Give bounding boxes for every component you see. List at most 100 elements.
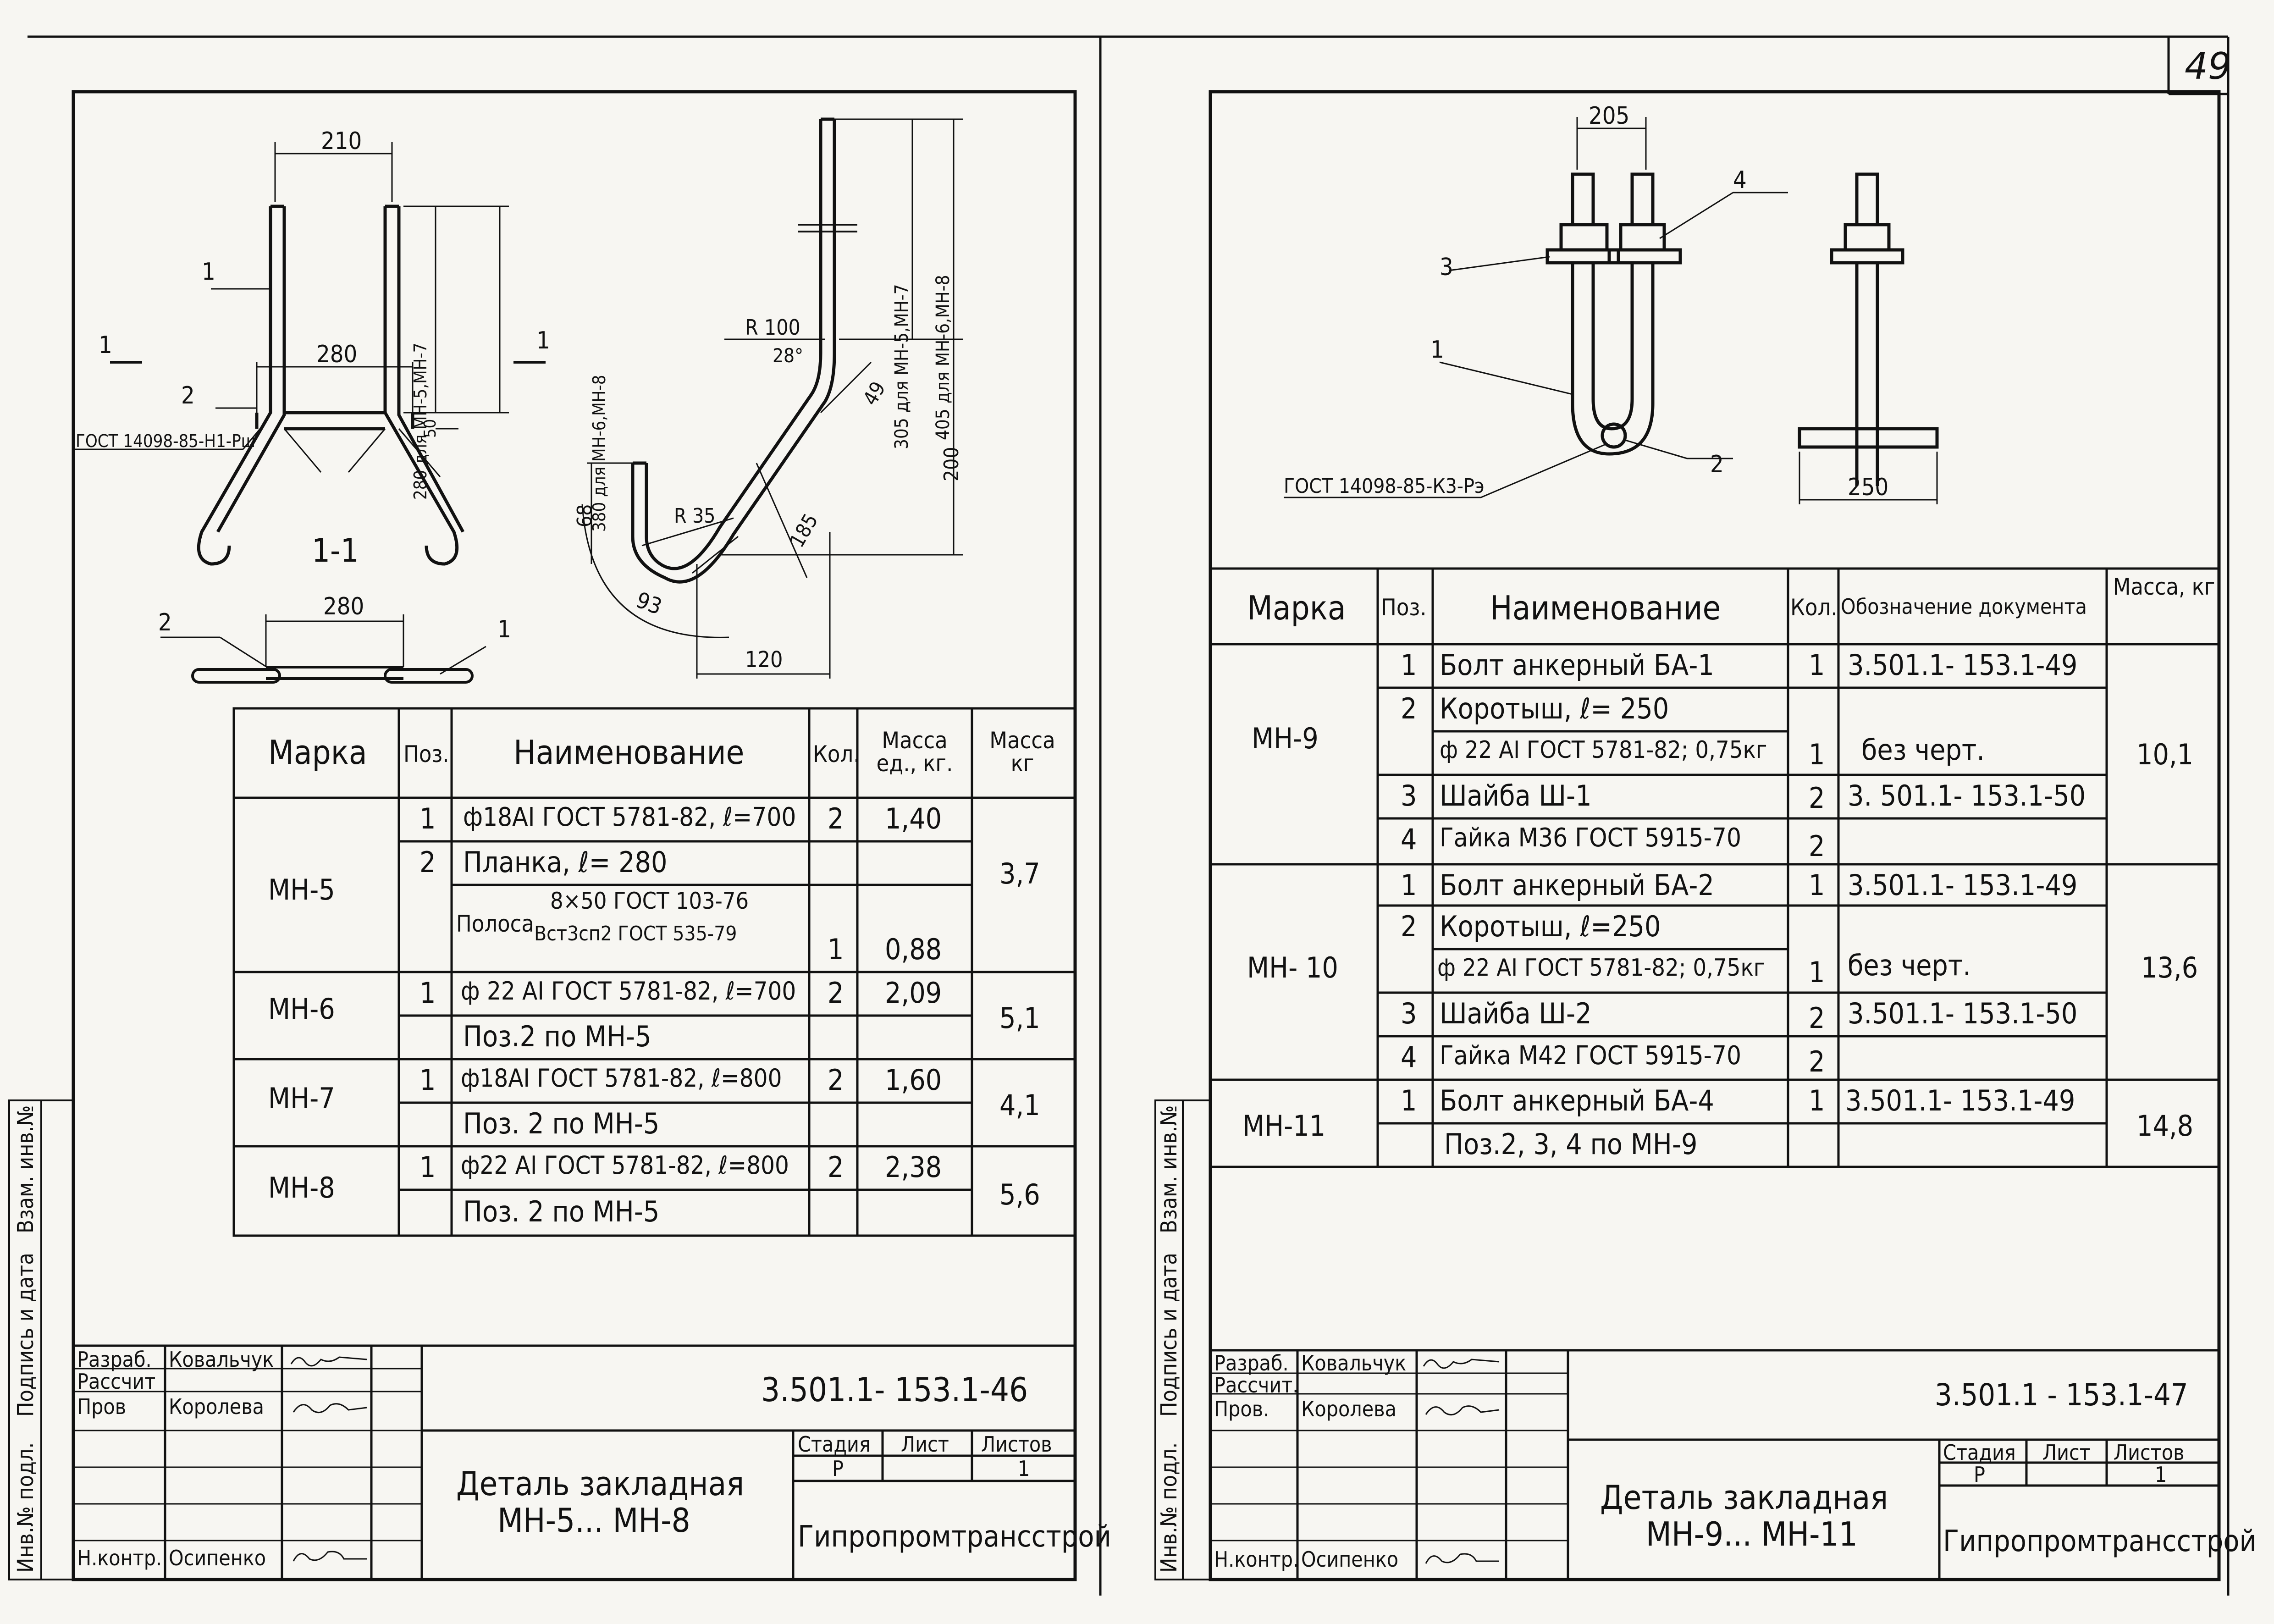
- rt-name-4: Гайка М36 ГОСТ 5915-70: [1440, 823, 1741, 853]
- pos-1: 1: [202, 258, 215, 286]
- rtb-prov-name: Королева: [1301, 1397, 1396, 1421]
- rt-kol-4: 2: [1809, 829, 1825, 863]
- r100: R 100: [745, 315, 800, 340]
- rtb-code: 3.501.1 - 153.1-47: [1935, 1377, 2188, 1413]
- lt-name-8: Поз. 2 по МН-5: [463, 1195, 660, 1228]
- dim-185: 185: [785, 510, 823, 552]
- lt-mass-ed-3: 2,09: [885, 976, 942, 1010]
- rt-name-2: ф 22 АI ГОСТ 5781-82; 0,75кг: [1440, 736, 1767, 764]
- lt-kol-7: 2: [828, 1150, 844, 1184]
- rt-doc-8: 3.501.1- 153.1-50: [1848, 997, 2078, 1030]
- th-name: Наименование: [513, 733, 745, 772]
- rth-mass: Масса, кг: [2113, 574, 2215, 600]
- signature-kovalchuk-right: [1423, 1359, 1500, 1369]
- rtb-stadiya: Стадия: [1943, 1440, 2016, 1465]
- rth-marka: Марка: [1247, 589, 1346, 627]
- gost-weld-left: ГОСТ 14098-85-Н1-Рш: [76, 431, 255, 451]
- ltb-list: Лист: [901, 1432, 949, 1457]
- rt-name-11: Поз.2, 3, 4 по МН-9: [1444, 1127, 1698, 1161]
- lt-marka-5: МН-7: [268, 1082, 335, 1115]
- rt-pos-10: 1: [1401, 1084, 1417, 1117]
- lt-name-2-top: 8×50 ГОСТ 103-76: [550, 888, 749, 914]
- lt-marka-0: МН-5: [268, 873, 335, 906]
- rt-pos-3: 3: [1401, 779, 1417, 812]
- dim-205: 205: [1589, 102, 1629, 130]
- rtb-prov: Пров.: [1214, 1397, 1269, 1421]
- lt-mass-ed-2: 0,88: [885, 933, 942, 966]
- side-label-inv-podl: Инв.№ подл.: [13, 1442, 39, 1573]
- rt-kol-0: 1: [1809, 648, 1825, 682]
- rtb-listov: Листов: [2114, 1440, 2185, 1465]
- side-label-podpis-r: Подпись и дата: [1156, 1253, 1182, 1417]
- rtb-stadiya-val: Р: [1974, 1462, 1985, 1487]
- lt-name-1: Планка, ℓ= 280: [463, 845, 668, 879]
- dim-380-mh6: 380 для МН-6,МН-8: [589, 375, 609, 532]
- rtb-listov-val: 1: [2155, 1462, 2167, 1487]
- lt-pos-3: 1: [419, 976, 436, 1010]
- rt-pos-6: 2: [1401, 910, 1417, 943]
- lt-name-7: ф22 АI ГОСТ 5781-82, ℓ=800: [461, 1151, 789, 1180]
- lt-name-0: ф18АI ГОСТ 5781-82, ℓ=700: [463, 802, 796, 832]
- rt-kol-7: 1: [1809, 956, 1825, 989]
- dim-200: 200: [940, 447, 963, 481]
- rtb-nkontr: Н.контр.: [1214, 1547, 1299, 1572]
- rtb-org: Гипропромтрансстрой: [1943, 1525, 2257, 1558]
- dim-210: 210: [321, 127, 362, 155]
- rt-name-8: Шайба Ш-2: [1440, 997, 1592, 1030]
- rt-kol-10: 1: [1809, 1084, 1825, 1117]
- rt-marka-0: МН-9: [1252, 722, 1319, 755]
- rpos-4: 4: [1733, 166, 1747, 194]
- ltb-listov-val: 1: [1018, 1456, 1030, 1481]
- signature-kovalchuk-left: [290, 1356, 367, 1367]
- rt-pos-4: 4: [1401, 823, 1417, 856]
- section-mark-right: 1: [536, 327, 550, 354]
- lt-pos-5: 1: [419, 1063, 436, 1097]
- angle-28: 28°: [773, 344, 803, 367]
- rtb-list: Лист: [2042, 1440, 2091, 1465]
- side-label-inv-podl-r: Инв.№ подл.: [1156, 1442, 1182, 1573]
- rt-kol-9: 2: [1809, 1045, 1825, 1078]
- lt-mass-ed-7: 2,38: [885, 1150, 942, 1184]
- lt-marka-3: МН-6: [268, 992, 335, 1026]
- lt-name-5: ф18АI ГОСТ 5781-82, ℓ=800: [461, 1064, 782, 1093]
- rt-marka-5: МН- 10: [1247, 951, 1338, 984]
- dim-405: 405 для МН-6,МН-8: [933, 275, 954, 441]
- rtb-razrab-name: Ковальчук: [1301, 1351, 1407, 1375]
- rt-mass-10: 14,8: [2136, 1109, 2194, 1143]
- ltb-rasschit: Рассчит: [77, 1369, 156, 1394]
- side-label-podpis: Подпись и дата: [13, 1253, 39, 1417]
- rtb-rasschit: Рассчит.: [1214, 1373, 1299, 1398]
- rt-kol-3: 2: [1809, 781, 1825, 815]
- pos-2b: 2: [158, 609, 172, 636]
- lt-mass-5: 4,1: [999, 1088, 1040, 1122]
- th-mass-ed: Масса ед., кг.: [876, 727, 953, 777]
- th-marka: Марка: [268, 733, 367, 772]
- ltb-razrab-name: Ковальчук: [169, 1347, 274, 1372]
- ltb-title-1: Деталь закладная: [456, 1464, 745, 1503]
- rt-name-9: Гайка М42 ГОСТ 5915-70: [1440, 1041, 1741, 1071]
- ltb-org: Гипропромтрансстрой: [798, 1520, 1111, 1554]
- dim-50: 50: [421, 419, 440, 438]
- rt-doc-5: 3.501.1- 153.1-49: [1848, 868, 2078, 902]
- rt-doc-3: 3. 501.1- 153.1-50: [1848, 779, 2086, 812]
- r35: R 35: [674, 504, 715, 528]
- lt-pos-7: 1: [419, 1150, 436, 1184]
- rth-name: Наименование: [1490, 589, 1721, 627]
- lt-marka-7: МН-8: [268, 1171, 335, 1204]
- rt-mass-5: 13,6: [2141, 951, 2198, 984]
- lt-mass-0: 3,7: [999, 857, 1040, 890]
- section-mark-left: 1: [99, 331, 112, 359]
- rt-doc-0: 3.501.1- 153.1-49: [1848, 648, 2078, 682]
- pos-1b: 1: [497, 616, 511, 643]
- dim-280-top: 280: [316, 341, 357, 368]
- signature-osipenko-right: [1425, 1553, 1499, 1564]
- rt-kol-5: 1: [1809, 868, 1825, 902]
- side-label-vzam-r: Взам. инв.№: [1156, 1105, 1182, 1233]
- lt-kol-2: 1: [828, 933, 844, 966]
- section-label: 1-1: [312, 532, 359, 569]
- lt-kol-3: 2: [828, 976, 844, 1010]
- rt-marka-10: МН-11: [1242, 1109, 1326, 1143]
- rt-doc-7: без черт.: [1848, 949, 1971, 982]
- rt-name-5: Болт анкерный БА-2: [1440, 868, 1714, 902]
